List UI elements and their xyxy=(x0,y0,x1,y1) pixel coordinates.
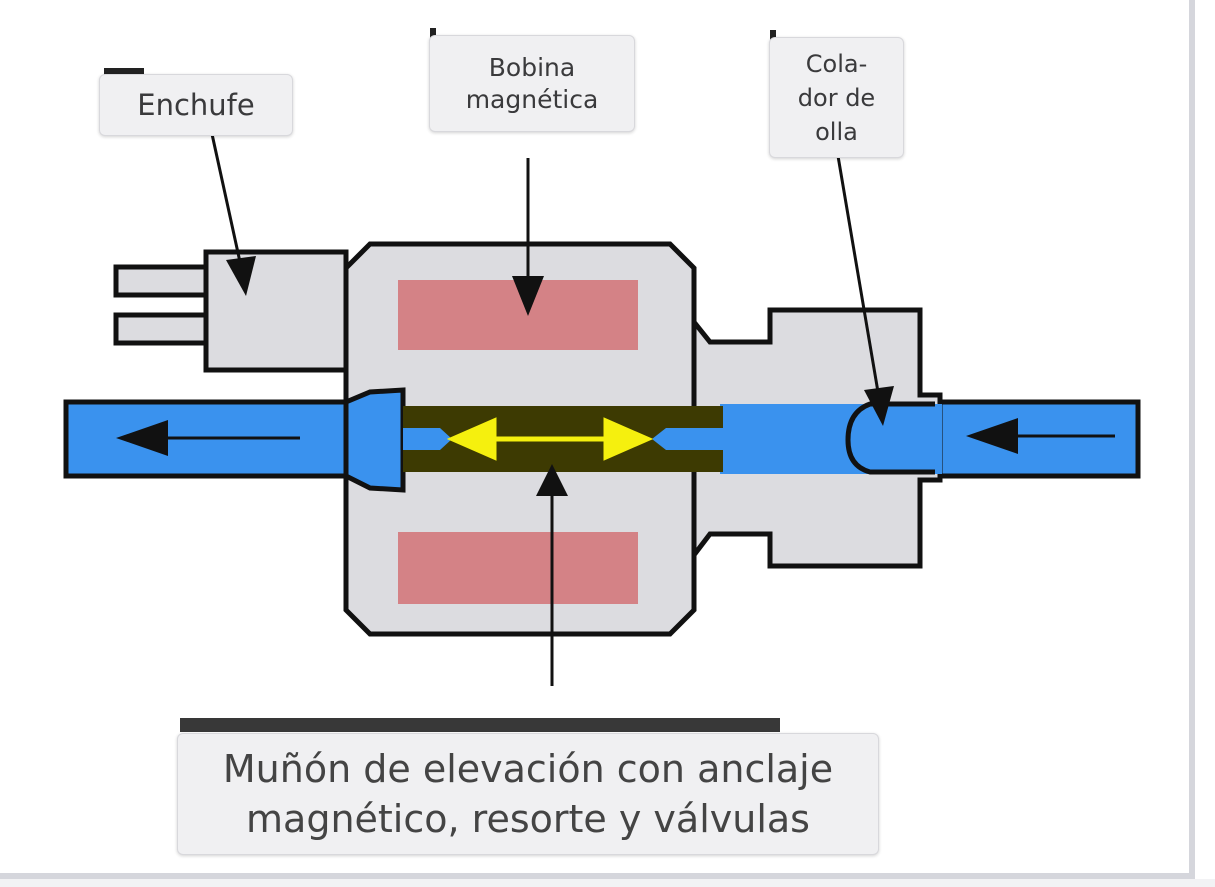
plug-body xyxy=(113,249,349,373)
strainer-label: Cola- dor de olla xyxy=(769,37,904,158)
coil-winding-top xyxy=(398,280,638,350)
leader-lines xyxy=(210,133,880,686)
bottom-strip xyxy=(0,879,1215,887)
coil-winding-bottom xyxy=(398,532,638,604)
plunger-label: Muñón de elevación con anclaje magnético… xyxy=(177,733,879,855)
plug-label: Enchufe xyxy=(99,74,293,136)
coil-label: Bobina magnética xyxy=(429,35,635,132)
plunger-ports xyxy=(403,428,723,450)
solenoid-valve-diagram xyxy=(63,28,1141,732)
double-arrow-icon xyxy=(446,417,654,461)
arrow-left-icon xyxy=(966,418,1115,454)
arrow-left-icon xyxy=(116,420,300,456)
leader-arrowheads xyxy=(226,256,894,496)
strainer-cup xyxy=(845,401,935,475)
